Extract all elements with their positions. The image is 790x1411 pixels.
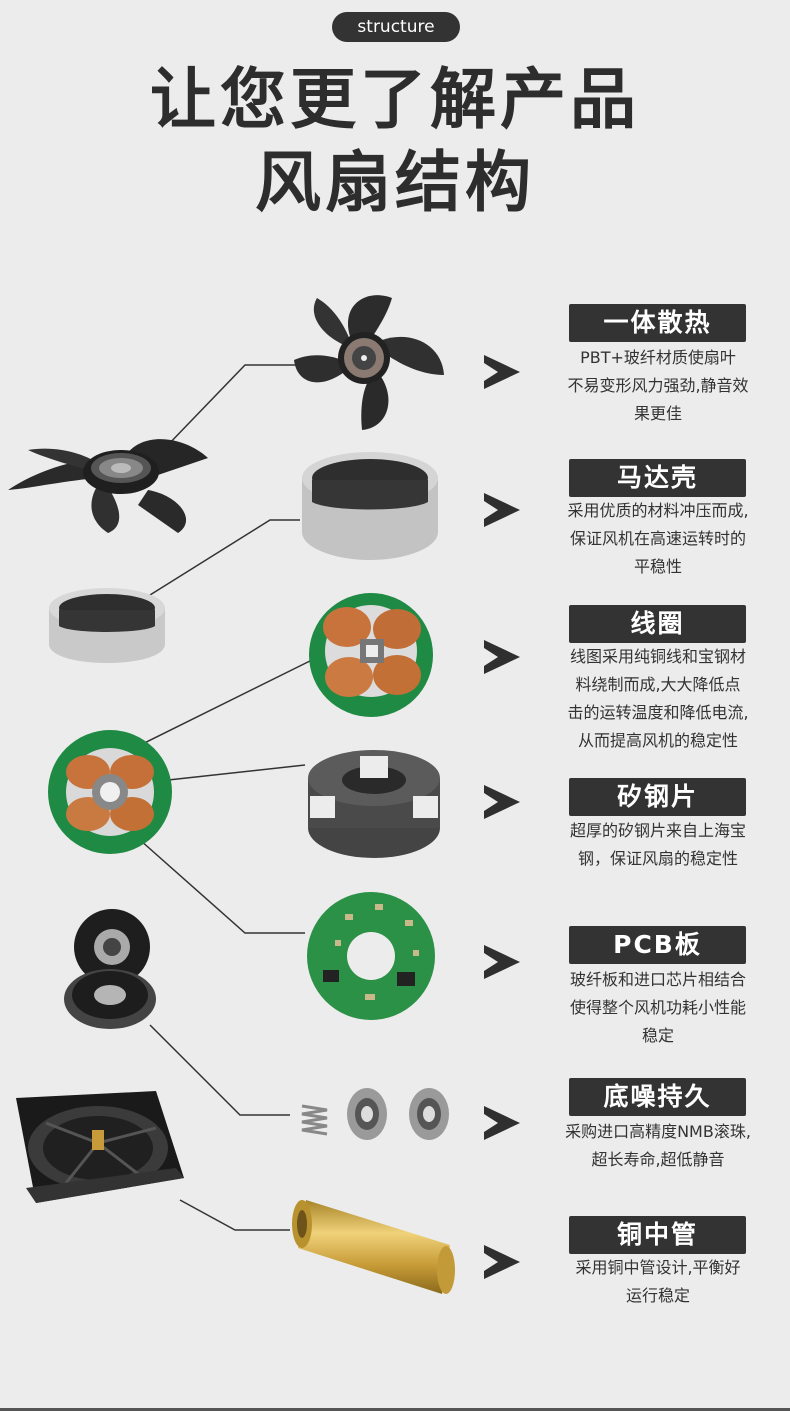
motor-shell-image <box>302 452 438 560</box>
page-title-line1: 让您更了解产品 <box>150 61 640 138</box>
desc-copper-tube: 采用铜中管设计,平衡好运行稳定 <box>575 1258 741 1305</box>
label-integrated-cooling: 一体散热 <box>569 304 746 342</box>
label-coil: 线圈 <box>569 605 746 643</box>
page-title-line2: 风扇结构 <box>255 144 535 221</box>
arrow-icon <box>484 1106 520 1140</box>
impeller-image <box>294 295 444 430</box>
arrow-icon <box>484 945 520 979</box>
left-impeller-image <box>8 439 208 533</box>
left-motor-shell-image <box>49 588 165 663</box>
desc-motor-shell: 采用优质的材料冲压而成,保证风机在高速运转时的平稳性 <box>567 501 749 576</box>
label-motor-shell: 马达壳 <box>569 459 746 497</box>
bottom-divider <box>0 1408 790 1411</box>
desc-pcb: 玻纤板和进口芯片相结合使得整个风机功耗小性能稳定 <box>569 970 746 1045</box>
arrow-icon <box>484 785 520 819</box>
arrow-icon <box>484 355 520 389</box>
left-bearing-image <box>64 909 156 1029</box>
silicon-steel-image <box>308 750 440 858</box>
label-low-noise: 底噪持久 <box>569 1078 746 1116</box>
bearings-spring-image <box>301 1088 449 1140</box>
copper-tube-image <box>292 1200 455 1294</box>
label-silicon-steel: 矽钢片 <box>569 778 746 816</box>
desc-silicon-steel: 超厚的矽钢片来自上海宝钢，保证风扇的稳定性 <box>569 821 746 868</box>
arrow-icon <box>484 1245 520 1279</box>
left-coil-pcb-image <box>48 730 172 854</box>
arrow-icon <box>484 640 520 674</box>
structure-pill: structure <box>332 12 460 42</box>
desc-coil: 线图采用纯铜线和宝钢材料绕制而成,大大降低点击的运转温度和降低电流,从而提高风机… <box>567 647 749 750</box>
desc-integrated-cooling: PBT+玻纤材质使扇叶不易变形风力强劲,静音效果更佳 <box>567 348 749 423</box>
coil-image <box>309 593 433 717</box>
desc-low-noise: 采购进口高精度NMB滚珠,超长寿命,超低静音 <box>565 1122 751 1169</box>
pcb-image <box>307 892 435 1020</box>
arrow-icon <box>484 493 520 527</box>
label-copper-tube: 铜中管 <box>569 1216 746 1254</box>
left-square-fan-image <box>16 1091 184 1203</box>
label-pcb: PCB板 <box>569 926 746 964</box>
